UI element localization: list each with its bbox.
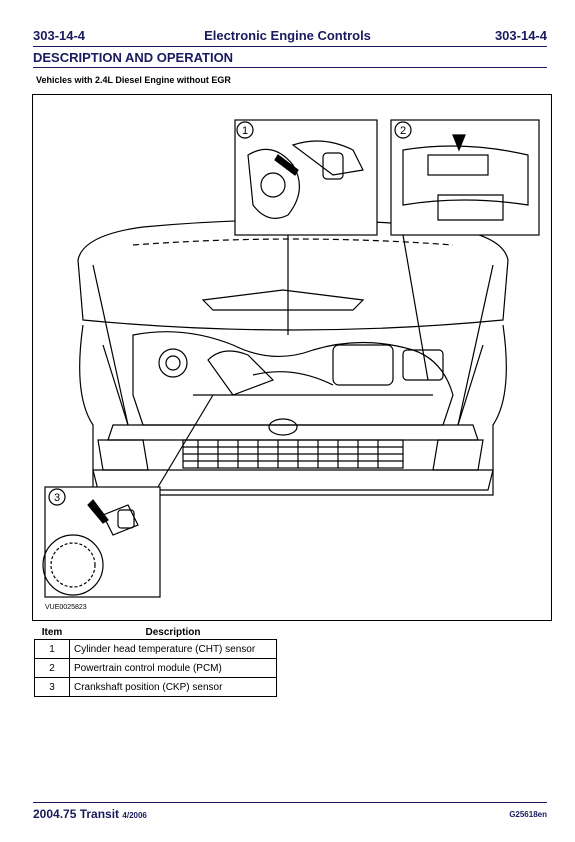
subtitle: Vehicles with 2.4L Diesel Engine without… <box>36 75 231 85</box>
callout-3: 3 <box>54 492 60 504</box>
header-section-number-right: 303-14-4 <box>494 28 547 43</box>
header-section-number: 303-14-4 <box>33 28 86 43</box>
section-rule <box>33 67 547 68</box>
legend-item-description: Cylinder head temperature (CHT) sensor <box>69 639 277 659</box>
legend-item-number: 1 <box>34 639 70 659</box>
figure-code: VUE0025823 <box>45 604 87 611</box>
header-rule <box>33 46 547 47</box>
callout-2: 2 <box>400 125 406 137</box>
legend-row: 2 Powertrain control module (PCM) <box>34 658 277 678</box>
legend-item-description: Powertrain control module (PCM) <box>69 658 277 678</box>
footer-title: 2004.75 Transit 4/2006 <box>33 807 147 821</box>
legend-item-number: 2 <box>34 658 70 678</box>
legend-header-row: Item Description <box>35 626 277 640</box>
legend-col-description: Description <box>145 627 201 638</box>
footer-rule <box>33 802 547 803</box>
engine-bay-illustration: 1 2 3 VUE0025823 <box>32 94 552 621</box>
section-title: DESCRIPTION AND OPERATION <box>33 50 234 65</box>
footer-model: 2004.75 Transit <box>33 807 120 821</box>
footer-date: 4/2006 <box>122 811 147 820</box>
legend-row: 3 Crankshaft position (CKP) sensor <box>34 677 277 697</box>
legend-row: 1 Cylinder head temperature (CHT) sensor <box>34 639 277 659</box>
footer-code: G25618en <box>509 810 547 819</box>
legend-item-description: Crankshaft position (CKP) sensor <box>69 677 277 697</box>
engine-bay-drawing: 1 2 3 <box>42 119 540 598</box>
header-title: Electronic Engine Controls <box>204 28 371 43</box>
callout-1: 1 <box>242 125 248 137</box>
legend-col-item: Item <box>41 627 63 638</box>
legend-table: Item Description 1 Cylinder head tempera… <box>34 626 277 697</box>
legend-item-number: 3 <box>34 677 70 697</box>
